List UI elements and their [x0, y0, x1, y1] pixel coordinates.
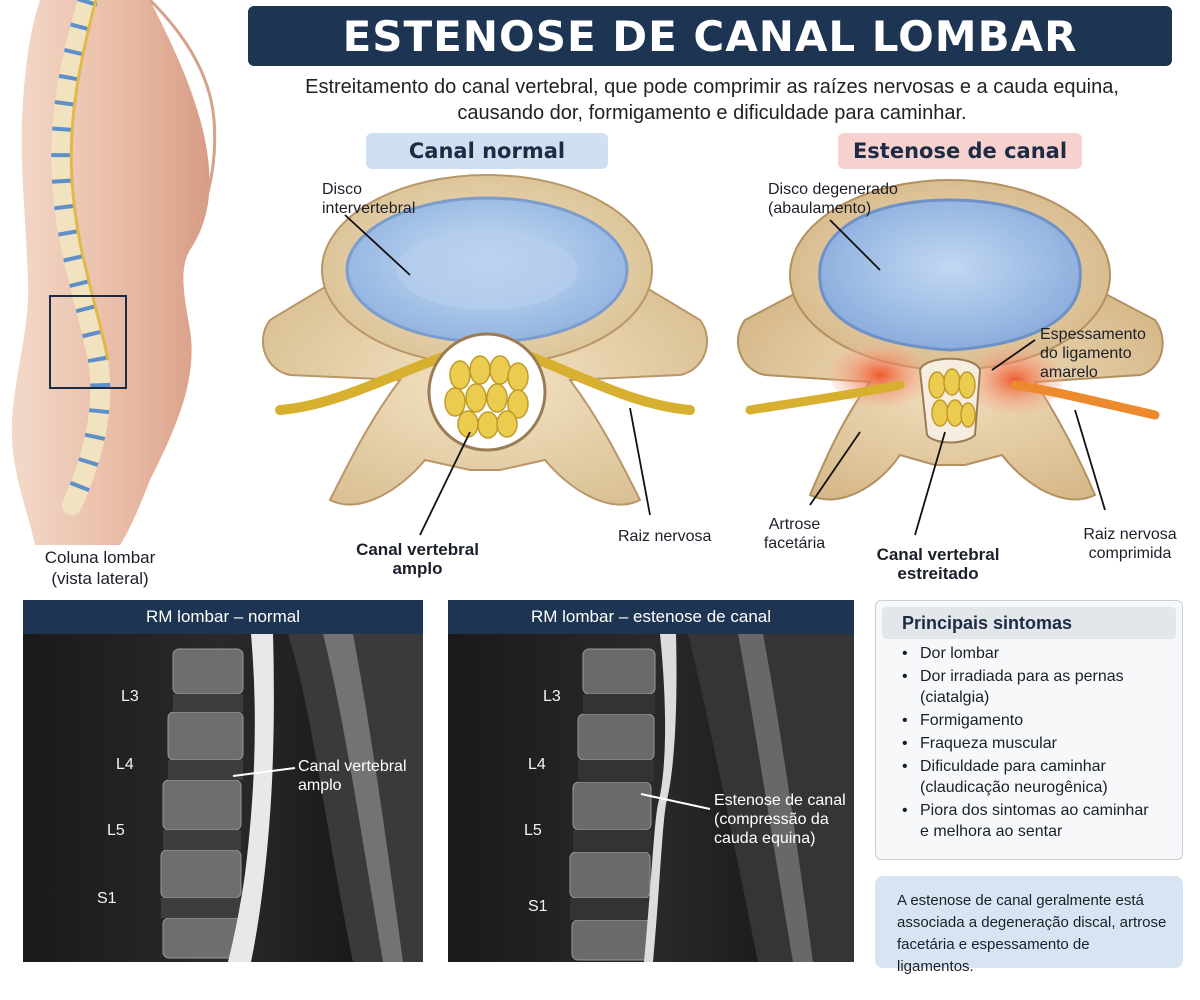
label-nerve-root: Raiz nervosa	[618, 528, 712, 545]
mri-stenosis-title: RM lombar – estenose de canal	[448, 600, 854, 634]
subtitle-line: causando dor, formigamento e dificuldade…	[457, 102, 967, 124]
degenerated-bulging-disc	[818, 198, 1082, 352]
normal-vertebra-illustration	[261, 174, 709, 536]
subcutaneous-fat	[738, 634, 813, 962]
leader-degenerated-disc	[829, 219, 881, 271]
leader-canal	[419, 431, 471, 536]
spinal-cord	[69, 0, 110, 361]
page-subtitle: Estreitamento do canal vertebral, que po…	[262, 74, 1162, 126]
level-L3: L3	[543, 688, 561, 705]
list-item: Dor irradiada para as pernas(ciatalgia)	[900, 666, 1178, 708]
list-item: Formigamento	[900, 710, 1178, 731]
page-title: ESTENOSE DE CANAL LOMBAR	[342, 11, 1078, 61]
leader-disc	[344, 214, 411, 276]
label-ligament-thickening: Espessamento do ligamento amarelo	[1040, 326, 1146, 381]
level-L3: L3	[121, 688, 139, 705]
spine-column	[51, 0, 111, 515]
title-banner: ESTENOSE DE CANAL LOMBAR	[248, 6, 1172, 66]
mri-stenosis-panel: RM lombar – estenose de canal L3 L4 L5 S…	[448, 600, 854, 962]
mri-stenosis-pointer	[640, 793, 711, 810]
normal-canal-heading: Canal normal	[366, 133, 608, 169]
leader-narrowed-canal	[914, 431, 946, 536]
level-L5: L5	[524, 822, 542, 839]
label-degenerated-disc: Disco degenerado (abaulamento)	[768, 181, 898, 217]
symptoms-list: Dor lombar Dor irradiada para as pernas(…	[900, 643, 1178, 844]
stenosis-vertebra-illustration	[736, 179, 1164, 536]
spine-caption: Coluna lombar (vista lateral)	[44, 548, 156, 588]
compressed-cauda-equina	[928, 368, 976, 428]
leader-root	[629, 407, 651, 516]
list-item: Fraqueza muscular	[900, 733, 1178, 754]
nerve-root-left	[275, 350, 455, 415]
label-disc-intervertebral: Disco intervertebral	[322, 181, 416, 217]
mri-normal-label: Canal vertebral amplo	[298, 758, 407, 794]
leader-compressed-root	[1074, 409, 1106, 511]
nerve-root-right	[520, 350, 695, 415]
symptoms-panel: Principais sintomas Dor lombar Dor irrad…	[875, 600, 1183, 860]
mri-stenosis-image	[448, 634, 854, 962]
symptoms-title: Principais sintomas	[882, 607, 1176, 639]
label-narrowed-canal: Canal vertebral estreitado	[876, 545, 1000, 583]
subtitle-line: Estreitamento do canal vertebral, que po…	[305, 76, 1119, 98]
label-wide-canal: Canal vertebral amplo	[356, 540, 479, 578]
ligament-thickening	[967, 346, 1063, 414]
discs	[161, 694, 243, 918]
level-L4: L4	[528, 756, 546, 773]
vertebral-bodies	[160, 648, 244, 959]
leader-arthrosis	[809, 431, 861, 506]
cauda-equina-bundle	[444, 355, 529, 439]
level-S1: S1	[97, 890, 117, 907]
level-L5: L5	[107, 822, 125, 839]
note-line: A estenose de canal geralmente está	[897, 892, 1144, 909]
subcutaneous-fat	[323, 634, 403, 962]
leader-ligament	[991, 339, 1036, 371]
shoulder-contour	[148, 0, 217, 241]
list-item: Dor lombar	[900, 643, 1178, 664]
disc-nucleus	[397, 230, 577, 310]
vertebral-bodies	[569, 648, 656, 961]
level-S1: S1	[528, 898, 548, 915]
lumbar-highlight-box	[49, 295, 127, 389]
note-panel: A estenose de canal geralmente está asso…	[875, 876, 1183, 975]
lateral-spine-illustration	[11, 0, 217, 545]
mri-normal-panel: RM lombar – normal L3 L4 L5 S1 Canal v	[23, 600, 423, 962]
nerve-root-left-stenosis	[745, 380, 905, 415]
spinal-canal-csf	[228, 634, 274, 962]
discs	[570, 694, 655, 920]
mri-stenosis-label: Estenose de canal (compressão da cauda e…	[714, 792, 846, 847]
mri-normal-pointer	[232, 767, 296, 777]
note-line: facetária e espessamento de ligamentos.	[897, 936, 1090, 975]
torso-silhouette	[11, 0, 210, 545]
label-facet-arthrosis: Artrose facetária	[763, 516, 826, 552]
label-compressed-root: Raiz nervosa comprimida	[1083, 526, 1177, 562]
level-L4: L4	[116, 756, 134, 773]
stenosis-canal-heading: Estenose de canal	[838, 133, 1082, 169]
list-item: Dificuldade para caminhar(claudicação ne…	[900, 756, 1178, 798]
mri-normal-image	[23, 634, 423, 962]
note-line: associada a degeneração discal, artrose	[897, 914, 1167, 931]
mri-normal-title: RM lombar – normal	[23, 600, 423, 634]
compressed-nerve-root	[1010, 380, 1160, 420]
